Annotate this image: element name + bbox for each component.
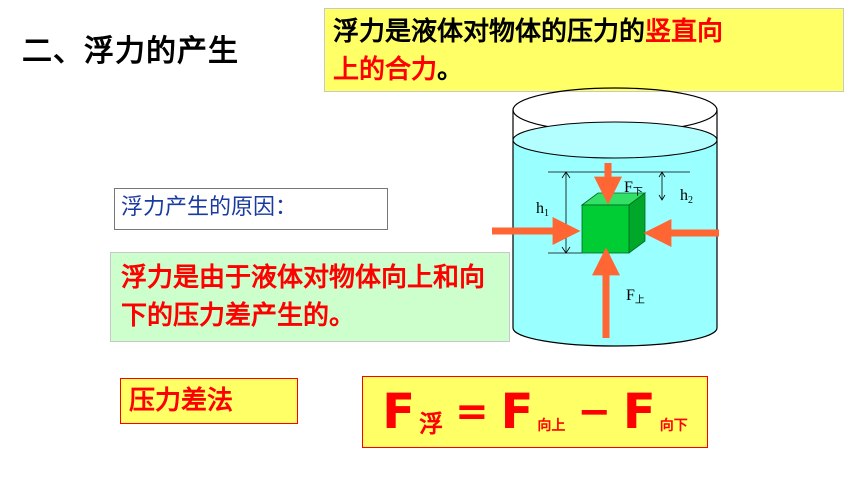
label-h2: h2: [680, 187, 693, 206]
label-f-up: F上: [626, 287, 645, 306]
label-f-down: F下: [624, 179, 643, 198]
container-bottom: [512, 327, 718, 347]
formula-minus: −: [577, 389, 611, 435]
formula-f-down: F: [622, 384, 656, 440]
water-surface: [512, 121, 718, 159]
formula-f-up: F: [500, 384, 534, 440]
cause-label: 浮力产生的原因：: [114, 188, 388, 230]
reason-box: 浮力是由于液体对物体向上和向下的压力差产生的。: [110, 252, 510, 342]
definition-end: 。: [437, 55, 464, 85]
formula-sub-up: 向上: [537, 418, 566, 434]
page-title: 二、浮力的产生: [22, 34, 239, 69]
definition-text: 浮力是液体对物体的压力的: [333, 17, 646, 47]
definition-highlight-cont: 上的合力: [333, 55, 438, 85]
formula-box: F 浮 = F 向上 − F 向下: [362, 376, 708, 448]
formula-equals: =: [455, 389, 489, 435]
formula-f-buoyancy: F: [382, 384, 416, 440]
definition-box: 浮力是液体对物体的压力的竖直向 上的合力。: [324, 8, 844, 92]
h2-top-tick: [658, 171, 666, 178]
h1-top-tick: [561, 171, 571, 179]
definition-highlight: 竖直向: [645, 17, 724, 47]
h2-bottom-tick: [658, 194, 666, 201]
cube-front-face: [581, 204, 630, 254]
method-label: 压力差法: [120, 378, 298, 424]
h1-bottom-tick: [561, 246, 571, 254]
formula-sub-down: 向下: [659, 418, 688, 434]
formula-sub-buoyancy: 浮: [419, 410, 444, 438]
label-h1: h1: [536, 200, 549, 219]
